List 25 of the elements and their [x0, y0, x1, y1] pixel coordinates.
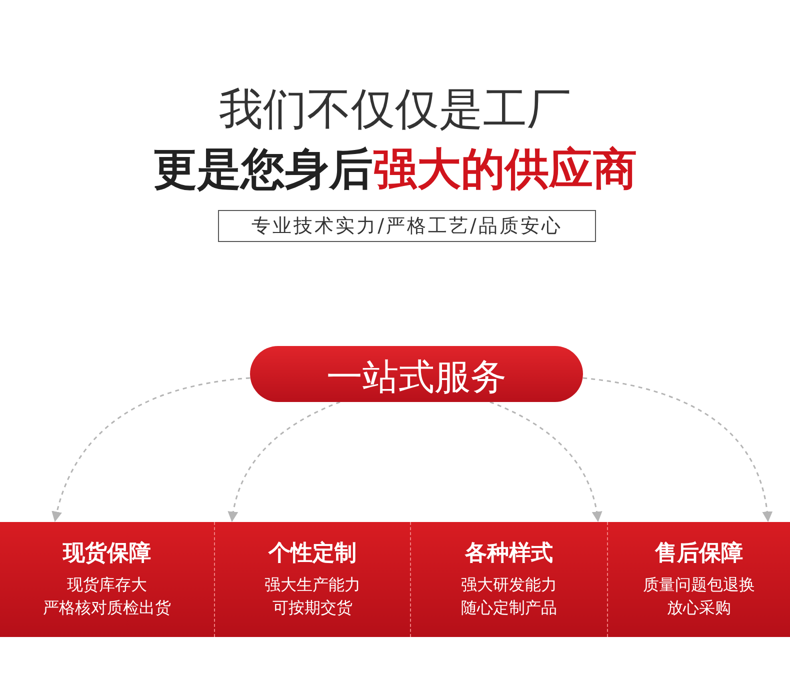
feature-column — [214, 522, 410, 637]
feature-column — [0, 522, 214, 637]
feature-text: 现货库存大 — [66, 575, 148, 596]
feature-text: 严格核对质检出货 — [42, 598, 172, 619]
feature-heading: 各种样式 — [464, 540, 554, 568]
curved-arrow — [52, 377, 250, 522]
feature-text: 放心采购 — [666, 598, 732, 619]
curved-arrow — [582, 377, 772, 522]
headline: 更是您身后 — [153, 144, 373, 195]
feature-text: 强大生产能力 — [264, 575, 362, 596]
feature-column — [410, 522, 607, 637]
headline: 我们不仅仅是工厂 — [218, 83, 572, 137]
feature-heading: 现货保障 — [62, 540, 152, 568]
tagline-box: 专业技术实力/严格工艺/品质安心 — [218, 210, 596, 242]
curved-arrow — [490, 401, 602, 522]
feature-text: 可按期交货 — [272, 598, 354, 619]
headline-highlight: 强大的供应商 — [373, 144, 637, 195]
feature-heading: 售后保障 — [654, 540, 744, 568]
feature-column — [607, 522, 790, 637]
feature-text: 强大研发能力 — [460, 575, 558, 596]
feature-text: 随心定制产品 — [460, 598, 558, 619]
pill-label: 一站式服务 — [326, 356, 508, 400]
curved-arrow — [228, 401, 340, 522]
feature-text: 质量问题包退换 — [642, 575, 756, 596]
feature-heading: 个性定制 — [267, 540, 358, 568]
